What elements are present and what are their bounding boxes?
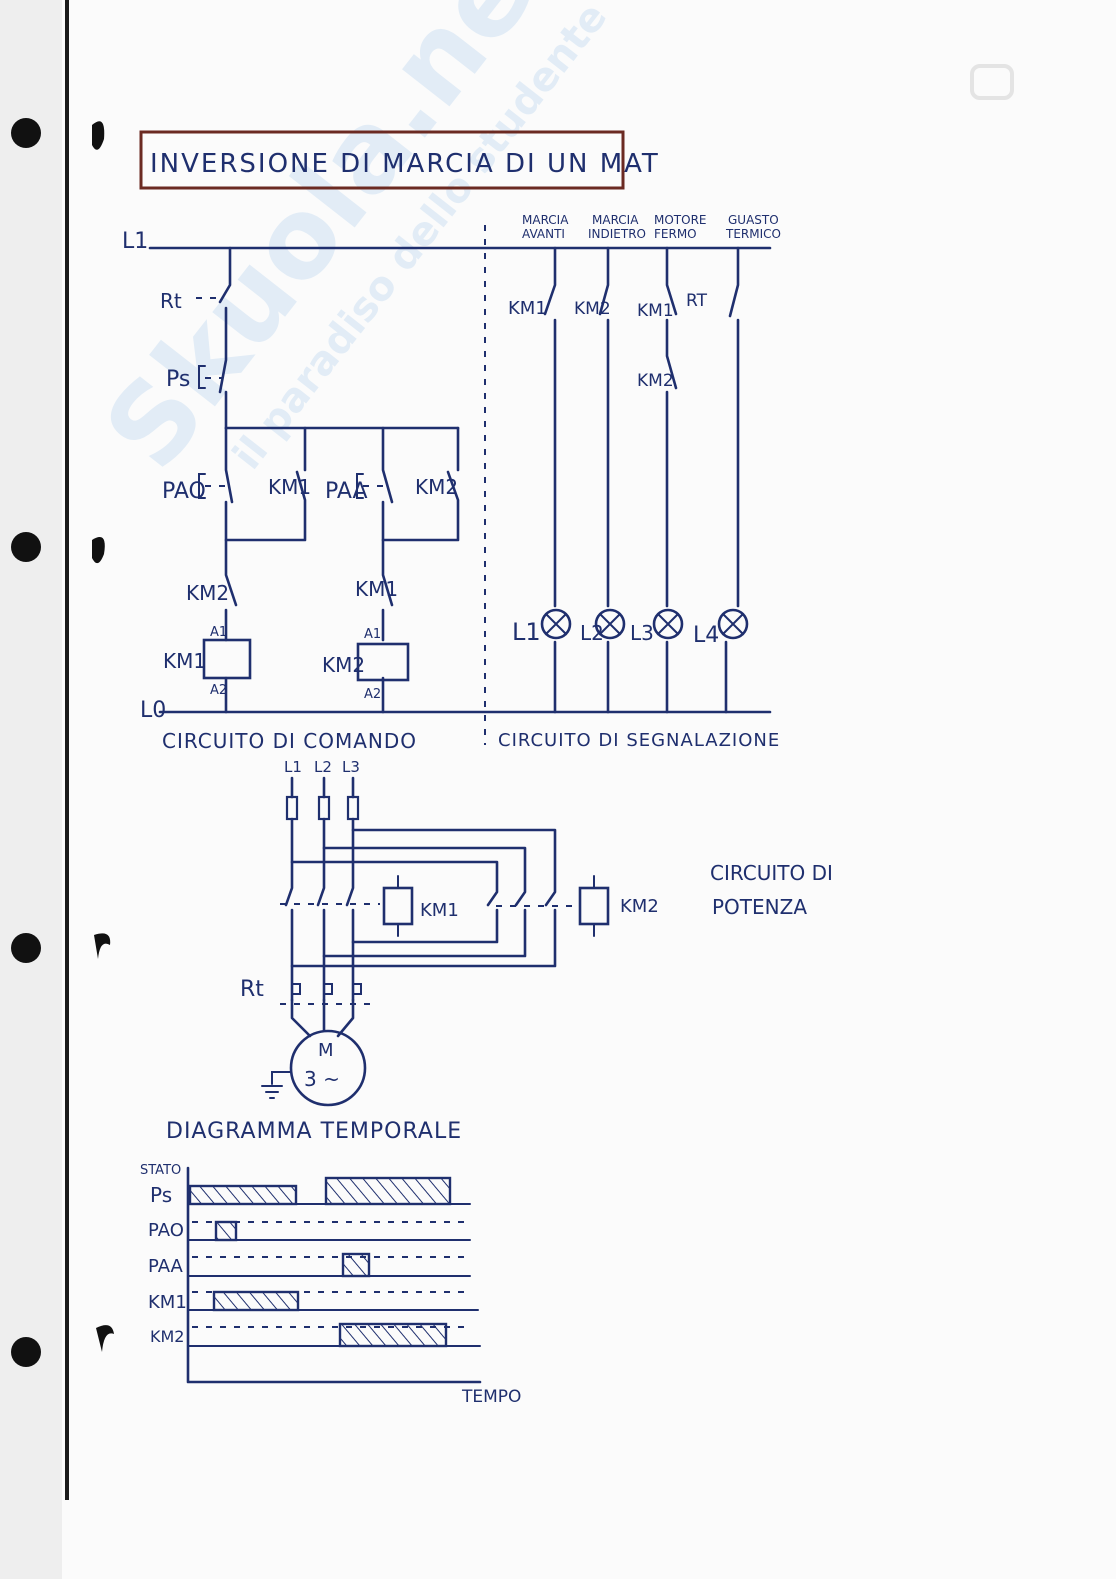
sig-contact-3a: KM1: [637, 301, 674, 321]
km1-hold-label: KM1: [268, 475, 311, 499]
sig-contact-4: RT: [686, 291, 708, 311]
coil1-a2-label: A2: [210, 683, 227, 698]
control-circuit: L1 L0 Rt Ps PAO KM1 PAA KM2 KM2 KM1 KM1 …: [122, 225, 772, 753]
sig-contact-2: KM2: [574, 299, 611, 319]
control-caption: CIRCUITO DI COMANDO: [162, 729, 417, 753]
row-pao-label: PAO: [148, 1220, 184, 1241]
row-paa-label: PAA: [148, 1256, 184, 1277]
pulse-pao: [214, 1220, 238, 1242]
power-km2-label: KM2: [620, 896, 659, 917]
page-title: INVERSIONE DI MARCIA DI UN MAT: [150, 149, 660, 179]
sig-contact-1: KM1: [508, 298, 547, 319]
km2-hold-label: KM2: [415, 475, 458, 499]
binder-strip: [0, 0, 62, 1579]
lamp-l3-label: L3: [630, 621, 654, 645]
timing-y-label: STATO: [140, 1163, 181, 1178]
phase-l2-label: L2: [314, 758, 332, 776]
ground-icon: [261, 1071, 292, 1099]
sig-header-4a: GUASTO: [728, 213, 779, 227]
pulse-km1: [212, 1290, 300, 1312]
lamp-l4: [717, 608, 749, 640]
signal-circuit: MARCIA AVANTI MARCIA INDIETRO MOTORE FER…: [498, 213, 781, 751]
motor: [289, 1029, 367, 1107]
main-branch-wire: [218, 246, 232, 430]
sig-header-2b: INDIETRO: [588, 227, 646, 241]
pulse-km2: [338, 1322, 448, 1348]
coil-km1: [202, 638, 252, 680]
lamp-l2-label: L2: [580, 621, 604, 645]
phase-l1-label: L1: [284, 758, 302, 776]
power-km1-label: KM1: [420, 900, 459, 921]
sig-contact-3b: KM2: [637, 371, 674, 391]
lamp-l1-label: L1: [512, 618, 541, 646]
coil1-a1-label: A1: [210, 625, 227, 640]
paa-label: PAA: [325, 479, 368, 504]
km1-interlock-label: KM1: [355, 577, 398, 601]
binder-holes: [11, 118, 114, 1367]
page-corner-icon: [970, 64, 1014, 100]
motor-label: M: [318, 1040, 334, 1061]
row-ps-label: Ps: [150, 1183, 172, 1207]
sig-header-4b: TERMICO: [725, 227, 781, 241]
power-caption-line2: POTENZA: [712, 895, 807, 919]
timing-diagram: DIAGRAMMA TEMPORALE STATO TEMPO Ps PAO P…: [140, 1119, 521, 1407]
lamp-l1: [540, 608, 572, 640]
sig-header-1b: AVANTI: [522, 227, 565, 241]
coil-km2-label: KM2: [322, 653, 365, 677]
timing-x-label: TEMPO: [461, 1387, 521, 1407]
lamp-l4-label: L4: [693, 623, 719, 648]
lamp-l2: [594, 608, 626, 640]
title-box: [139, 130, 625, 190]
power-caption-line1: CIRCUITO DI: [710, 861, 833, 885]
sig-header-3a: MOTORE: [654, 213, 707, 227]
pulse-paa: [341, 1252, 371, 1278]
coil-km2: [356, 642, 410, 682]
coil2-a2-label: A2: [364, 687, 381, 702]
phase-l3-label: L3: [342, 758, 360, 776]
pulse-ps-2: [324, 1176, 452, 1206]
ps-label: Ps: [166, 367, 190, 392]
signal-caption: CIRCUITO DI SEGNALAZIONE: [498, 730, 780, 751]
sig-header-3b: FERMO: [654, 227, 697, 241]
power-rt-label: Rt: [240, 977, 264, 1002]
coil2-a1-label: A1: [364, 627, 381, 642]
pulse-ps-1: [188, 1184, 298, 1206]
coil-km1-label: KM1: [163, 649, 206, 673]
line-l0-label: L0: [140, 698, 166, 723]
sig-header-1a: MARCIA: [522, 213, 569, 227]
row-km1-label: KM1: [148, 1292, 187, 1313]
row-km2-label: KM2: [150, 1327, 184, 1346]
rt-label: Rt: [160, 289, 182, 313]
km2-interlock-label: KM2: [186, 581, 229, 605]
timing-title: DIAGRAMMA TEMPORALE: [166, 1119, 462, 1144]
line-l1-label: L1: [122, 229, 148, 254]
sig-header-2a: MARCIA: [592, 213, 639, 227]
lamp-l3: [652, 608, 684, 640]
power-circuit: L1 L2 L3 KM1 KM2 CIRCUITO DI POTENZA Rt …: [240, 758, 833, 1107]
motor-type-label: 3 ~: [304, 1067, 340, 1091]
